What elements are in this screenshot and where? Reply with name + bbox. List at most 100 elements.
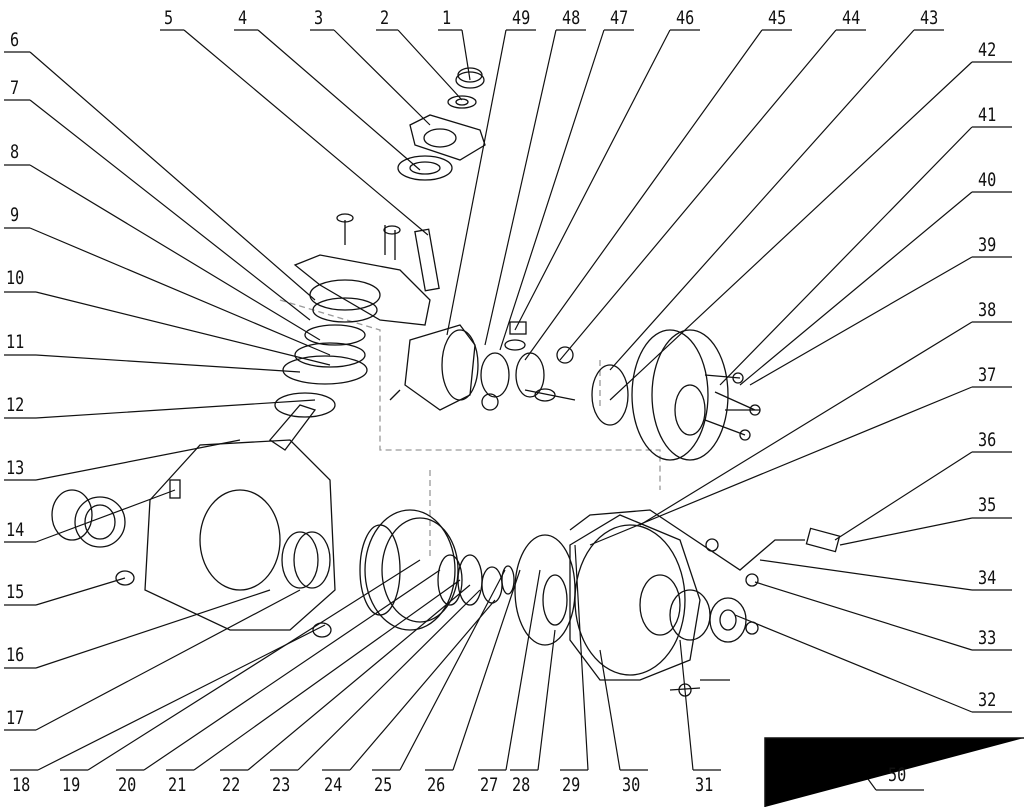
leader-line-7 <box>4 99 311 321</box>
callout-30: 30 <box>622 774 641 796</box>
callout-47: 47 <box>610 7 629 29</box>
ring-gear-bolts <box>704 372 761 441</box>
leader-line-30 <box>599 649 648 771</box>
leader-line-14 <box>4 489 176 543</box>
callout-48: 48 <box>562 7 581 29</box>
callout-25: 25 <box>374 774 393 796</box>
plug <box>312 622 332 638</box>
callout-19: 19 <box>62 774 81 796</box>
leader-line-46 <box>514 29 700 331</box>
callout-22: 22 <box>222 774 241 796</box>
leader-line-9 <box>4 227 331 356</box>
leader-line-6 <box>4 51 316 301</box>
callout-10: 10 <box>6 267 25 289</box>
callout-39: 39 <box>978 234 997 256</box>
leader-line-33 <box>754 581 1012 651</box>
callout-18: 18 <box>12 774 31 796</box>
callout-49: 49 <box>512 7 531 29</box>
cover-housing <box>569 509 805 681</box>
leader-line-43 <box>609 29 944 371</box>
leader-line-34 <box>759 559 1012 591</box>
callout-9: 9 <box>10 204 20 226</box>
sensor-connector <box>805 527 841 553</box>
callout-42: 42 <box>978 39 997 61</box>
leader-line-35 <box>839 517 1012 546</box>
callout-17: 17 <box>6 707 25 729</box>
leader-line-28 <box>510 629 556 771</box>
leader-line-38 <box>639 321 1012 526</box>
leader-line-8 <box>4 164 321 341</box>
callout-31: 31 <box>695 774 714 796</box>
callout-46: 46 <box>676 7 695 29</box>
callout-29: 29 <box>562 774 581 796</box>
callout-1: 1 <box>442 7 452 29</box>
callout-26: 26 <box>427 774 446 796</box>
leader-line-24 <box>322 599 496 771</box>
leader-line-31 <box>679 639 721 771</box>
leader-line-3 <box>310 29 431 126</box>
callout-13: 13 <box>6 457 25 479</box>
callout-7: 7 <box>10 77 20 99</box>
leader-line-36 <box>834 451 1012 541</box>
assembly-guide <box>279 299 661 560</box>
callout-38: 38 <box>978 299 997 321</box>
callout-37: 37 <box>978 364 997 386</box>
leader-line-1 <box>438 29 471 81</box>
leader-line-29 <box>560 544 589 771</box>
leader-line-2 <box>376 29 463 101</box>
callout-27: 27 <box>480 774 499 796</box>
callout-15: 15 <box>6 581 25 603</box>
leader-line-45 <box>524 29 792 361</box>
callout-4: 4 <box>238 7 248 29</box>
pinion-gear <box>269 392 336 451</box>
drain-plug <box>115 570 135 586</box>
leader-line-49 <box>446 29 536 336</box>
leader-line-23 <box>270 589 481 771</box>
ring-gear <box>591 329 729 461</box>
bearing-race <box>359 509 459 631</box>
leader-line-44 <box>559 29 866 361</box>
leader-line-26 <box>425 569 521 771</box>
oil-seal <box>397 155 453 181</box>
callout-41: 41 <box>978 104 997 126</box>
bearings <box>437 554 515 606</box>
spider-gears <box>480 321 576 411</box>
callout-43: 43 <box>920 7 939 29</box>
callout-32: 32 <box>978 689 997 711</box>
callout-33: 33 <box>978 627 997 649</box>
callout-23: 23 <box>272 774 291 796</box>
callout-8: 8 <box>10 141 20 163</box>
callout-6: 6 <box>10 29 20 51</box>
leader-line-37 <box>589 386 1012 546</box>
callout-11: 11 <box>6 331 25 353</box>
callout-44: 44 <box>842 7 861 29</box>
leader-line-40 <box>739 191 1012 386</box>
bolts-top <box>336 213 401 260</box>
shims <box>282 324 368 385</box>
leader-line-27 <box>478 569 541 771</box>
leader-line-5 <box>160 29 429 236</box>
callout-35: 35 <box>978 494 997 516</box>
callout-14: 14 <box>6 519 25 541</box>
clutch-housing <box>514 534 576 646</box>
bearing-carrier <box>293 254 431 326</box>
differential-case <box>389 324 479 411</box>
title-block <box>764 737 1024 807</box>
callout-21: 21 <box>168 774 187 796</box>
flange <box>409 114 486 161</box>
axle-seal-right <box>669 589 747 643</box>
callout-16: 16 <box>6 644 25 666</box>
leader-line-19 <box>60 559 421 771</box>
leader-line-39 <box>749 256 1012 386</box>
parts-group <box>51 67 841 697</box>
leader-line-13 <box>4 439 241 481</box>
leader-line-11 <box>4 354 301 373</box>
leader-line-48 <box>484 29 586 346</box>
callout-40: 40 <box>978 169 997 191</box>
callout-45: 45 <box>768 7 787 29</box>
leader-lines <box>4 29 1012 791</box>
callout-5: 5 <box>164 7 174 29</box>
leader-line-18 <box>10 624 326 771</box>
